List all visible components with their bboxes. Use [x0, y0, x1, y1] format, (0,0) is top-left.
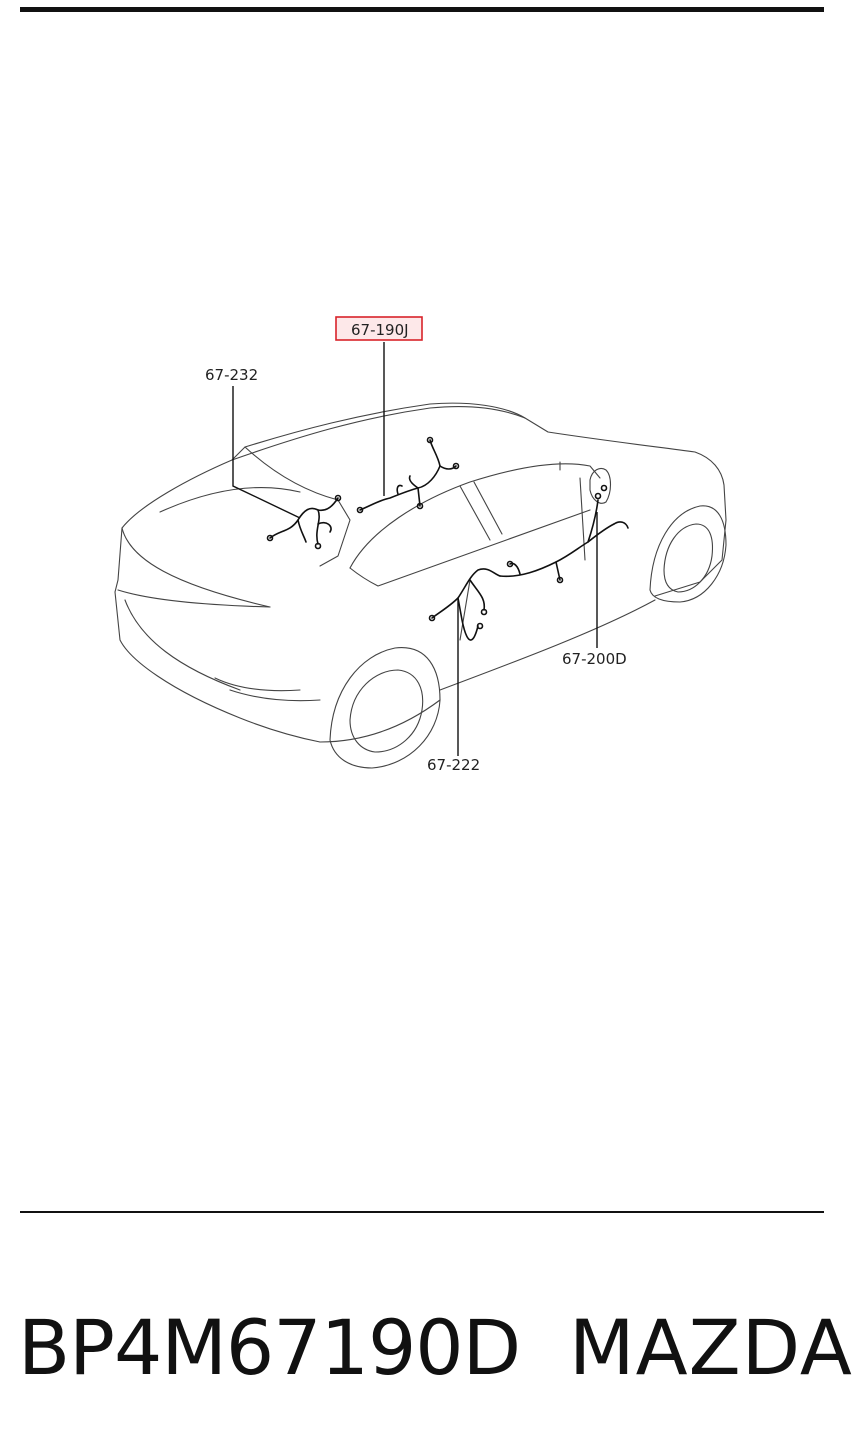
callout-67-190j[interactable]: 67-190J — [351, 321, 409, 339]
callout-67-200d[interactable]: 67-200D — [562, 650, 627, 668]
callout-67-232[interactable]: 67-232 — [205, 366, 258, 384]
car-outline-icon — [114, 402, 727, 769]
top-rule — [20, 7, 824, 12]
callout-67-222[interactable]: 67-222 — [427, 756, 480, 774]
footer: BP4M67190D MAZDA — [18, 1298, 864, 1398]
bottom-rule — [20, 1211, 824, 1213]
wiring-harness-icon — [266, 436, 629, 641]
part-number: BP4M67190D — [18, 1303, 521, 1392]
highlighted-callout-box — [335, 316, 423, 341]
leader-lines — [232, 342, 598, 756]
brand-name: MAZDA — [569, 1303, 853, 1392]
